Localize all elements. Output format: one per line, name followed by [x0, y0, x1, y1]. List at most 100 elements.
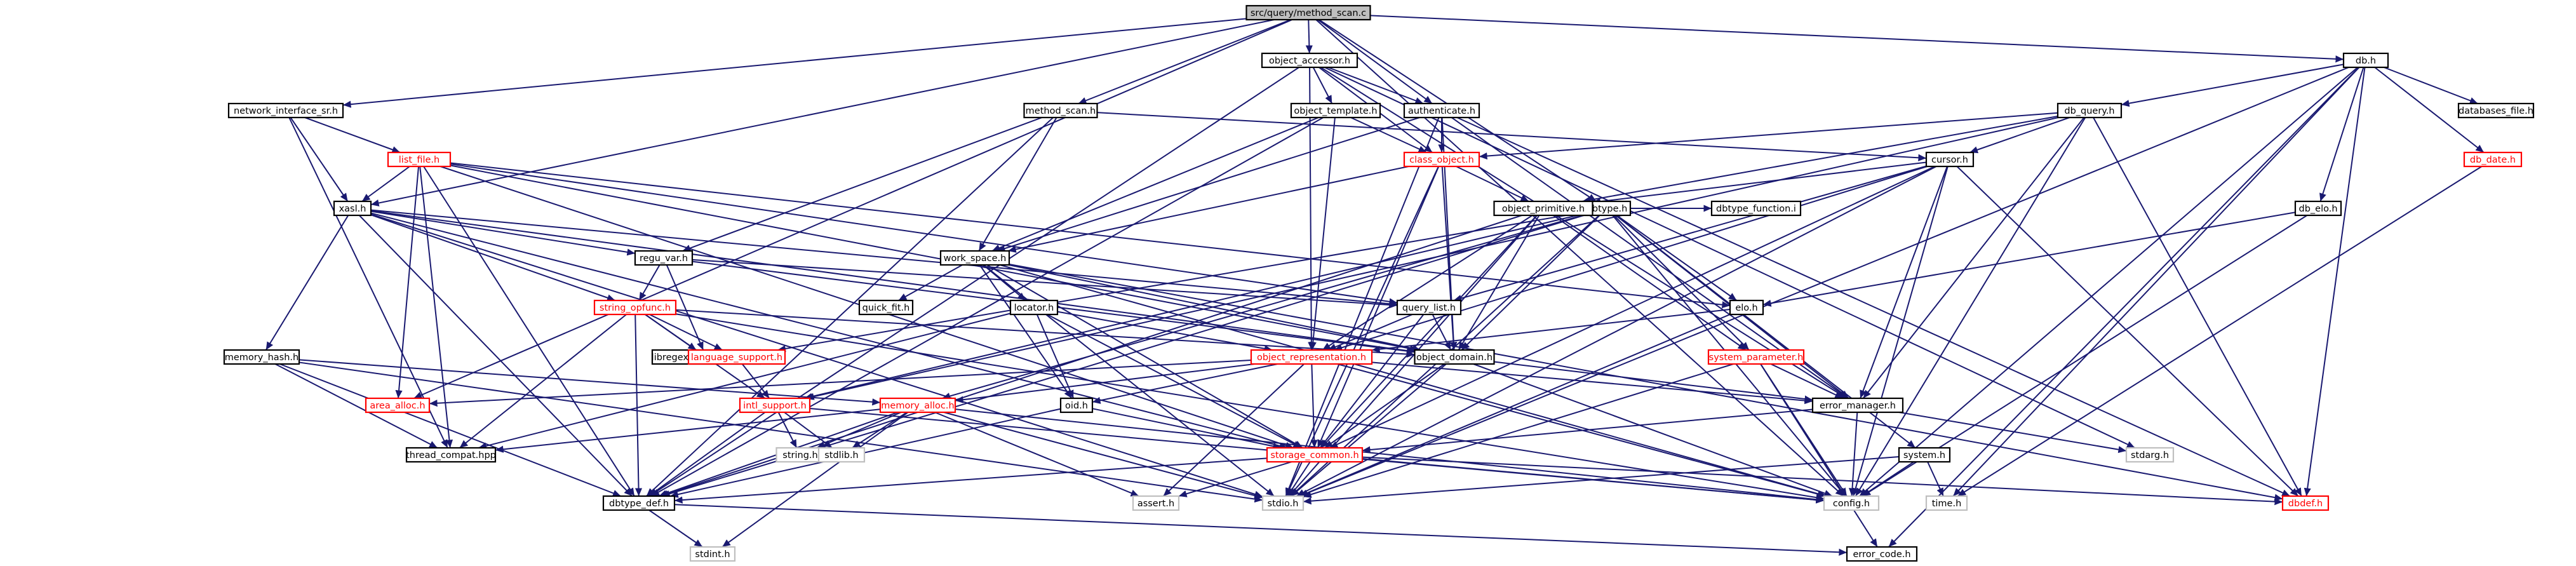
node-object_template[interactable]: object_template.h: [1290, 102, 1381, 119]
node-class_object[interactable]: class_object.h: [1403, 151, 1480, 168]
edge-string_opfunc-to-dbtype_def: [634, 314, 643, 497]
edge-locator-to-oid: [1036, 314, 1075, 399]
node-method_scan_h[interactable]: method_scan.h: [1023, 102, 1098, 119]
edge-xasl-to-stdio_h: [370, 213, 1263, 498]
edge-system_parameter-to-error_code: [1760, 363, 1878, 548]
node-thread_compat[interactable]: thread_compat.hpp: [405, 447, 497, 463]
node-box-language_support: [687, 349, 786, 365]
node-db_date[interactable]: db_date.h: [2463, 151, 2523, 168]
edge-object_template-to-work_space: [991, 117, 1319, 252]
node-storage_common[interactable]: storage_common.h: [1266, 447, 1364, 463]
node-list_file[interactable]: list_file.h: [387, 151, 452, 168]
node-label-elo: elo.h: [1735, 303, 1757, 313]
node-quick_fit[interactable]: quick_fit.h: [858, 299, 914, 316]
edge-method_scan_h-to-work_space: [978, 117, 1057, 252]
node-box-memory_hash: [223, 349, 300, 365]
edge-system_h-to-time_h: [1927, 461, 1944, 497]
node-label-oid: oid.h: [1065, 401, 1088, 411]
edge-db_h-to-db_date: [2374, 67, 2485, 153]
node-box-system_parameter: [1707, 349, 1805, 365]
edge-class_object-to-object_domain: [1441, 166, 1458, 351]
node-error_manager[interactable]: error_manager.h: [1811, 397, 1904, 414]
node-locator[interactable]: locator.h: [1009, 299, 1059, 316]
edge-regu_var-to-libregex38a: [666, 264, 704, 351]
node-box-object_primitive: [1493, 200, 1593, 217]
node-db_elo[interactable]: db_elo.h: [2294, 200, 2342, 217]
node-regu_var[interactable]: regu_var.h: [634, 250, 694, 266]
node-authenticate[interactable]: authenticate.h: [1403, 102, 1480, 119]
node-label-db_h: db.h: [2356, 56, 2376, 66]
node-error_code[interactable]: error_code.h: [1846, 546, 1918, 562]
edge-object_representation-to-storage_common: [1310, 363, 1318, 448]
node-box-storage_common: [1266, 447, 1364, 463]
edge-oid-to-storage_common: [1092, 408, 1282, 450]
node-stdarg_h: stdarg.h: [2125, 447, 2175, 463]
node-label-object_primitive: object_primitive.h: [1502, 204, 1585, 214]
node-xasl[interactable]: xasl.h: [333, 200, 372, 217]
node-label-language_support: language_support.h: [691, 353, 782, 363]
node-dbdef[interactable]: dbdef.h: [2281, 495, 2330, 511]
node-box-dbdef: [2281, 495, 2330, 511]
edge-memory_alloc-to-stdio_h: [943, 412, 1263, 499]
node-elo[interactable]: elo.h: [1729, 299, 1764, 316]
node-box-intl_support: [739, 397, 811, 414]
edge-network_interface-to-list_file: [304, 117, 401, 153]
node-label-intl_support: intl_support.h: [743, 401, 807, 411]
node-object_primitive[interactable]: object_primitive.h: [1493, 200, 1593, 217]
edge-method_scan_c-to-object_accessor: [1305, 19, 1313, 54]
node-db_h[interactable]: db.h: [2342, 52, 2389, 69]
node-box-query_list: [1396, 299, 1462, 316]
node-box-assert_h: [1132, 495, 1180, 511]
node-label-time_h: time.h: [1932, 499, 1962, 509]
node-object_domain[interactable]: object_domain.h: [1414, 349, 1495, 365]
edge-class_object-to-object_primitive: [1456, 166, 1529, 202]
node-area_alloc[interactable]: area_alloc.h: [365, 397, 431, 414]
node-memory_alloc[interactable]: memory_alloc.h: [879, 397, 956, 414]
node-box-object_domain: [1414, 349, 1495, 365]
edge-db_query-to-config_h: [1855, 117, 2086, 497]
node-dbtype[interactable]: dbtype.h: [1582, 200, 1632, 217]
node-box-quick_fit: [858, 299, 914, 316]
node-label-dbtype: dbtype.h: [1587, 204, 1628, 214]
node-string_opfunc[interactable]: string_opfunc.h: [593, 299, 677, 316]
node-box-thread_compat: [405, 447, 497, 463]
node-object_accessor[interactable]: object_accessor.h: [1261, 52, 1358, 69]
node-network_interface[interactable]: network_interface_sr.h: [227, 102, 344, 119]
node-intl_support[interactable]: intl_support.h: [739, 397, 811, 414]
node-work_space[interactable]: work_space.h: [939, 250, 1010, 266]
node-config_h: config.h: [1823, 495, 1880, 511]
node-label-method_scan_c: src/query/method_scan.c: [1251, 8, 1366, 18]
edge-authenticate-to-dbdef: [1456, 117, 2291, 497]
node-system_h[interactable]: system.h: [1898, 447, 1951, 463]
node-dbtype_function[interactable]: dbtype_function.i: [1710, 200, 1802, 217]
node-db_query[interactable]: db_query.h: [2056, 102, 2123, 119]
node-box-object_template: [1290, 102, 1381, 119]
node-cursor[interactable]: cursor.h: [1925, 151, 1975, 168]
node-system_parameter[interactable]: system_parameter.h: [1707, 349, 1805, 365]
edge-cursor-to-object_representation: [1334, 166, 1928, 351]
node-box-regu_var: [634, 250, 694, 266]
node-label-object_accessor: object_accessor.h: [1269, 56, 1350, 66]
node-box-cursor: [1925, 151, 1975, 168]
node-query_list[interactable]: query_list.h: [1396, 299, 1462, 316]
node-object_representation[interactable]: object_representation.h: [1250, 349, 1373, 365]
node-memory_hash[interactable]: memory_hash.h: [223, 349, 300, 365]
edge-cursor-to-object_primitive: [1592, 161, 1927, 205]
edge-memory_alloc-to-thread_compat: [495, 408, 881, 453]
node-box-db_date: [2463, 151, 2523, 168]
node-oid[interactable]: oid.h: [1059, 397, 1094, 414]
node-box-method_scan_h: [1023, 102, 1098, 119]
node-label-error_code: error_code.h: [1853, 549, 1910, 560]
node-label-query_list: query_list.h: [1402, 303, 1456, 313]
edge-db_query-to-dbdef: [2093, 117, 2302, 497]
edge-dbtype-to-object_domain: [1461, 215, 1600, 351]
edge-locator-to-storage_common: [1047, 314, 1302, 448]
node-language_support[interactable]: language_support.h: [687, 349, 786, 365]
node-method_scan_c[interactable]: src/query/method_scan.c: [1245, 4, 1371, 21]
edge-object_domain-to-stdio_h: [1291, 363, 1447, 497]
edge-memory_hash-to-thread_compat: [274, 363, 438, 448]
edge-regu_var-to-query_list: [692, 259, 1398, 309]
node-dbtype_def[interactable]: dbtype_def.h: [602, 495, 676, 511]
node-databases_file[interactable]: databases_file.h: [2457, 102, 2535, 119]
edge-work_space-to-object_domain: [1009, 264, 1421, 352]
